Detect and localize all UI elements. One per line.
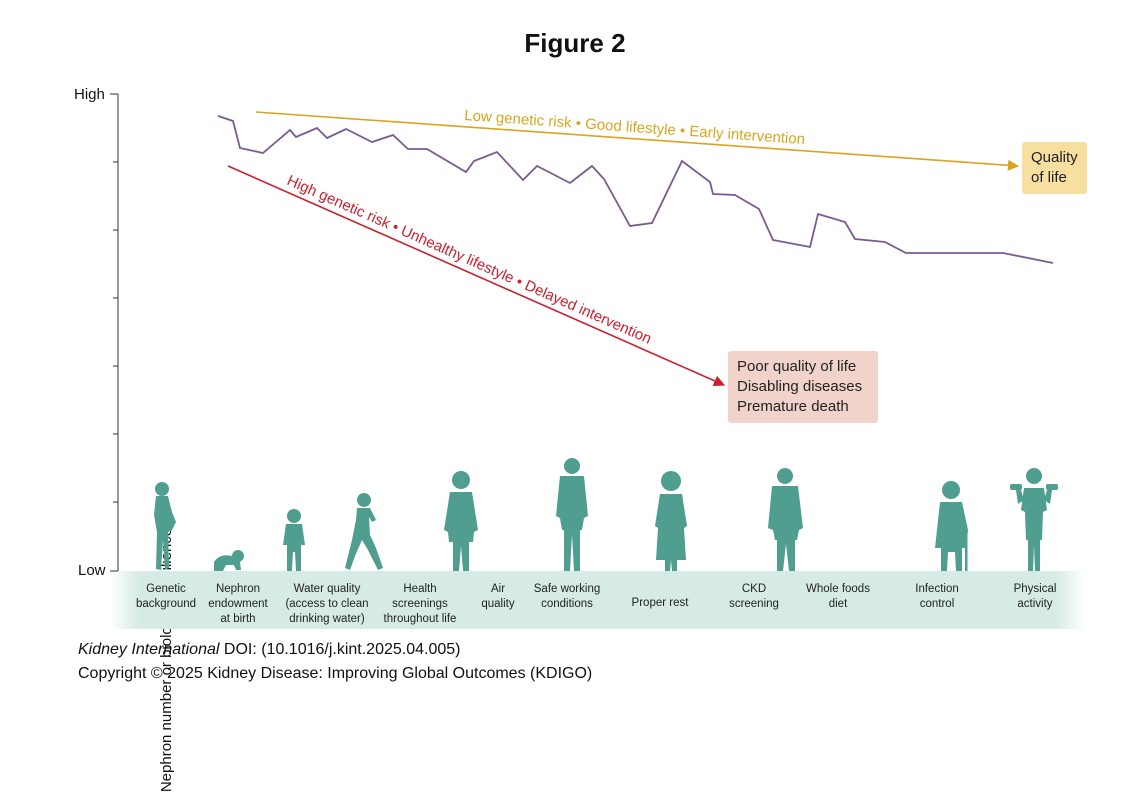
category-label-proper-rest: Proper rest bbox=[631, 597, 689, 609]
y-axis bbox=[110, 93, 119, 572]
good-outcome-line: of life bbox=[1031, 169, 1067, 186]
walking-girl-icon bbox=[345, 493, 383, 570]
elderly-woman-cane-icon bbox=[935, 481, 968, 571]
man-icon bbox=[556, 458, 588, 571]
doi-text: DOI: (10.1016/j.kint.2025.04.005) bbox=[219, 641, 461, 658]
citation-footer: Kidney International DOI: (10.1016/j.kin… bbox=[78, 638, 592, 686]
citation-doi-line: Kidney International DOI: (10.1016/j.kin… bbox=[78, 638, 592, 662]
bad-outcome-line: Disabling diseases bbox=[737, 378, 863, 395]
y-tick-low: Low bbox=[78, 562, 106, 579]
pregnant-woman-icon bbox=[154, 482, 176, 570]
man-dumbbells-icon bbox=[1010, 468, 1058, 571]
bad-outcome-line: Poor quality of life bbox=[737, 358, 857, 375]
good-outcome-box: Quality of life bbox=[1022, 142, 1087, 194]
woman-dress-icon bbox=[655, 471, 687, 571]
bad-outcome-box: Poor quality of life Disabling diseases … bbox=[728, 351, 878, 423]
bad-trajectory-label: High genetic risk • Unhealthy lifestyle … bbox=[284, 172, 654, 348]
ground-band bbox=[110, 571, 1085, 629]
child-icon bbox=[283, 509, 305, 571]
diagram-canvas: Low genetic risk • Good lifestyle • Earl… bbox=[110, 93, 1085, 629]
figure-title: Figure 2 bbox=[524, 28, 626, 58]
crawling-baby-icon bbox=[214, 550, 244, 571]
actual-trajectory-line bbox=[217, 115, 1054, 264]
copyright-text: Copyright © 2025 Kidney Disease: Improvi… bbox=[78, 665, 593, 682]
good-outcome-line: Quality bbox=[1031, 149, 1078, 166]
bad-outcome-line: Premature death bbox=[737, 398, 849, 415]
man-icon bbox=[768, 468, 803, 571]
journal-name: Kidney International bbox=[78, 641, 220, 658]
good-trajectory-label: Low genetic risk • Good lifestyle • Earl… bbox=[464, 107, 806, 148]
y-tick-high: High bbox=[74, 86, 105, 103]
bad-trajectory-arrow bbox=[227, 165, 726, 387]
good-trajectory-arrow bbox=[255, 111, 1020, 171]
woman-icon bbox=[444, 471, 478, 571]
silhouettes bbox=[154, 458, 1058, 571]
